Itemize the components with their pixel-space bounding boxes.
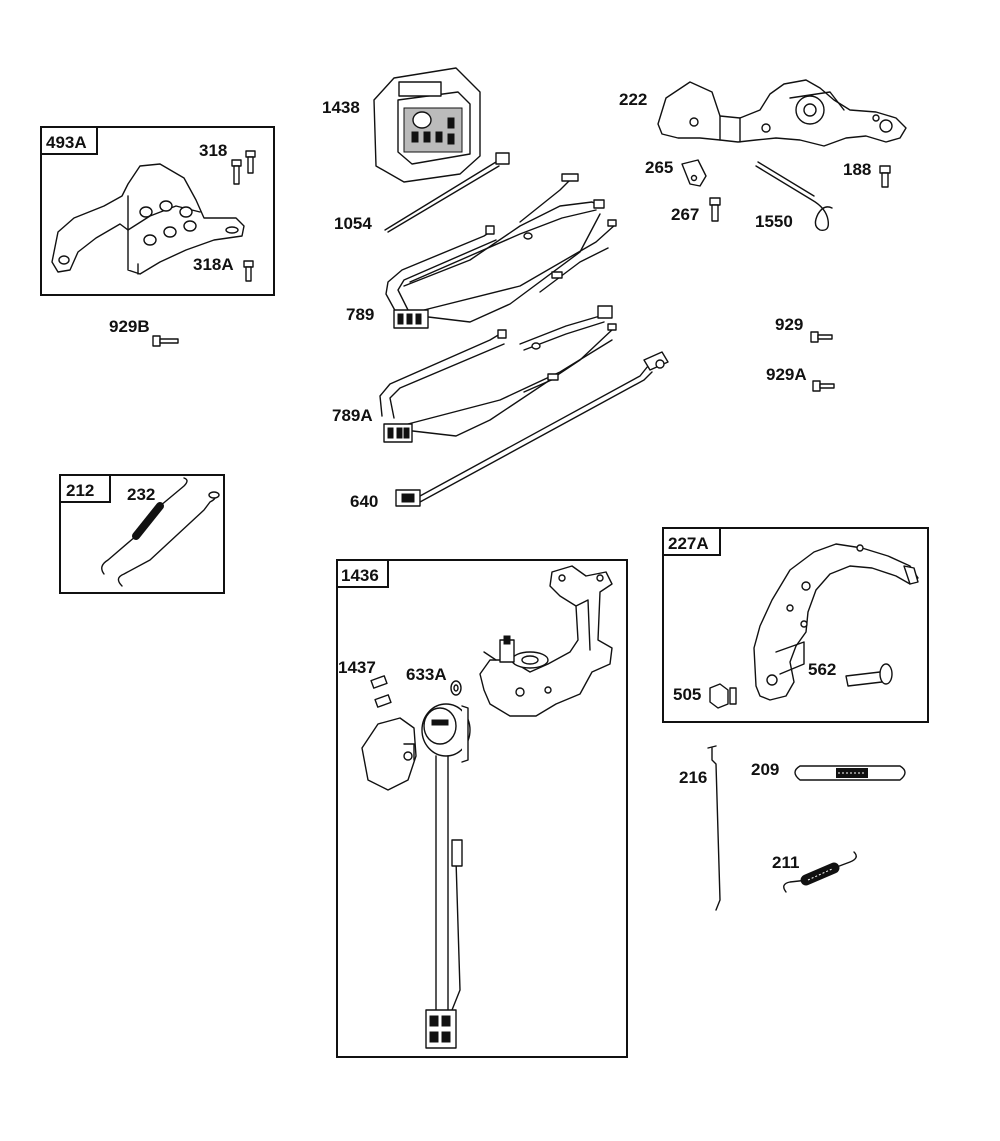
part-label-265: 265 [645,158,673,177]
throttle-link-part[interactable] [707,745,721,911]
spring-link-part[interactable] [755,161,833,231]
screw-929a-part[interactable] [812,380,835,392]
part-label-789a: 789A [332,406,373,425]
part-label-232: 232 [127,485,155,504]
group-1436-tag: 1436 [341,566,379,585]
screw-929-part[interactable] [810,331,833,343]
part-label-222: 222 [619,90,647,109]
group-493a-tag: 493A [46,133,87,152]
nut-part[interactable] [709,683,737,709]
extension-spring-part[interactable] [794,765,906,781]
screw-929b-part[interactable] [152,335,179,347]
part-label-1437: 1437 [338,658,376,677]
group-212[interactable]: 212 232 [59,474,225,594]
part-label-267: 267 [671,205,699,224]
screw-318a-part[interactable] [243,260,254,282]
part-label-929a: 929A [766,365,807,384]
part-label-216: 216 [679,768,707,787]
group-212-tag: 212 [66,481,94,500]
group-493a[interactable]: 493A 318 318A [40,126,275,296]
screw-318-part[interactable] [231,150,256,185]
group-227a[interactable]: 227A 562 505 [662,527,929,723]
motor-screw-part[interactable] [370,675,392,708]
part-label-1438: 1438 [322,98,360,117]
part-label-211: 211 [772,853,799,872]
part-label-640: 640 [350,492,378,511]
control-module-part[interactable] [373,67,481,183]
clamp-screw-part[interactable] [709,197,721,222]
cable-clamp-part[interactable] [681,159,707,187]
control-bracket-part[interactable] [657,79,907,147]
part-label-929b: 929B [109,317,150,336]
part-label-929: 929 [775,315,803,334]
group-1436[interactable]: 1436 1437 633A [336,559,628,1058]
cable-tie-part[interactable] [384,152,510,233]
bracket-493a-part[interactable] [51,163,245,275]
part-label-633a: 633A [406,665,447,684]
part-label-209: 209 [751,760,779,779]
stepper-motor-part[interactable] [361,703,471,1049]
governor-lever-bracket-part[interactable] [753,543,919,701]
part-label-789: 789 [346,305,374,324]
washer-part[interactable] [450,680,462,696]
return-spring-part[interactable] [783,851,857,893]
part-label-562: 562 [808,660,836,679]
throttle-bracket-part[interactable] [479,565,613,717]
bracket-screw-part[interactable] [879,165,891,188]
group-227a-tag: 227A [668,534,709,553]
ground-wire-part[interactable] [395,351,669,507]
pivot-pin-part[interactable] [845,663,893,687]
part-label-188: 188 [843,160,871,179]
part-label-318a: 318A [193,255,234,274]
wire-harness-part[interactable] [385,173,617,329]
wire-harness-alt-part[interactable] [379,305,617,443]
part-label-505: 505 [673,685,701,704]
part-label-1550: 1550 [755,212,793,231]
part-label-1054: 1054 [334,214,372,233]
part-label-318: 318 [199,141,227,160]
governor-spring-part[interactable] [101,477,220,587]
